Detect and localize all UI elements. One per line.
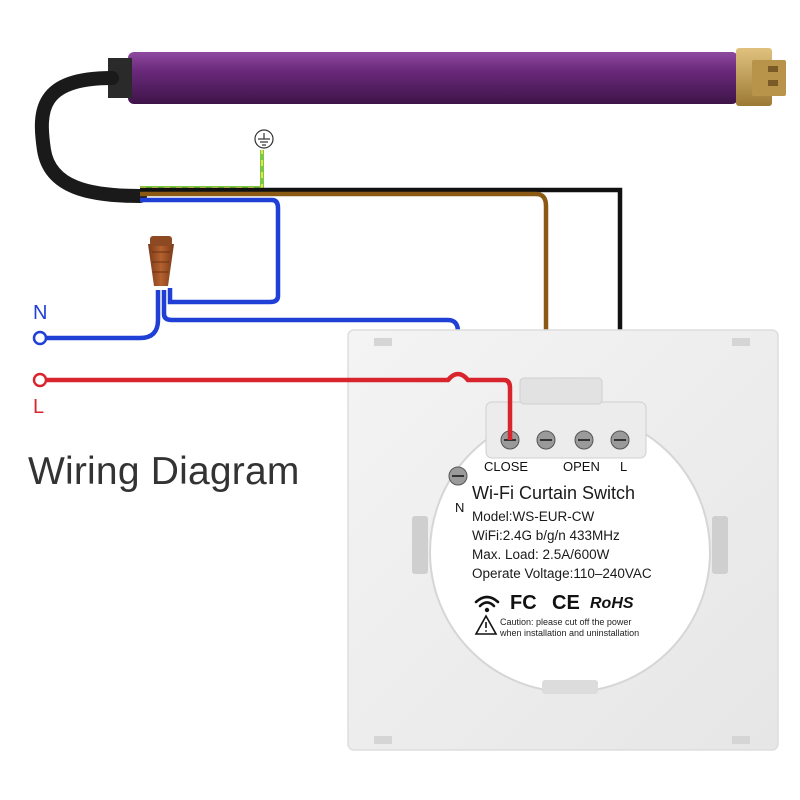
live-terminal — [32, 372, 48, 388]
caution-icon — [474, 614, 498, 635]
tubular-motor-icon — [108, 48, 786, 106]
earth-wire — [140, 150, 264, 190]
terminal-n-label: N — [455, 500, 465, 515]
caution-line-1: Caution: please cut off the power — [500, 617, 632, 627]
earth-wire-stripe — [140, 150, 263, 189]
terminal-open — [536, 430, 556, 450]
fc-mark: FC — [510, 592, 537, 614]
diagram-title: Wiring Diagram — [28, 450, 300, 493]
live-wire — [40, 371, 513, 440]
switch-plate — [347, 329, 779, 751]
terminal-close-label: CLOSE — [484, 459, 529, 474]
voltage-text: Operate Voltage:110–240VAC — [472, 566, 652, 581]
neutral-label: N — [33, 302, 48, 324]
terminal-n — [448, 466, 468, 486]
wire-nut-icon — [148, 236, 174, 286]
neutral-terminal — [32, 330, 48, 346]
model-text: Model:WS-EUR-CW — [472, 509, 595, 524]
live-label: L — [33, 396, 45, 418]
neutral-wire — [40, 290, 161, 341]
brown-wire — [140, 191, 549, 440]
terminal-l-label: L — [620, 459, 628, 474]
product-name: Wi-Fi Curtain Switch — [472, 483, 636, 503]
blue-motor-wire — [140, 197, 281, 305]
terminal-spare — [574, 430, 594, 450]
ce-mark: CE — [552, 592, 580, 614]
motor-cable — [34, 71, 147, 203]
terminal-open-label: OPEN — [563, 459, 600, 474]
wifi-spec-text: WiFi:2.4G b/g/n 433MHz — [472, 528, 620, 543]
wifi-icon — [474, 595, 500, 613]
terminal-l — [610, 430, 630, 450]
rohs-mark: RoHS — [590, 595, 634, 612]
ground-icon — [254, 129, 274, 149]
blue-switch-wire — [161, 290, 461, 468]
max-load-text: Max. Load: 2.5A/600W — [472, 547, 610, 562]
caution-line-2: when installation and uninstallation — [500, 628, 640, 638]
